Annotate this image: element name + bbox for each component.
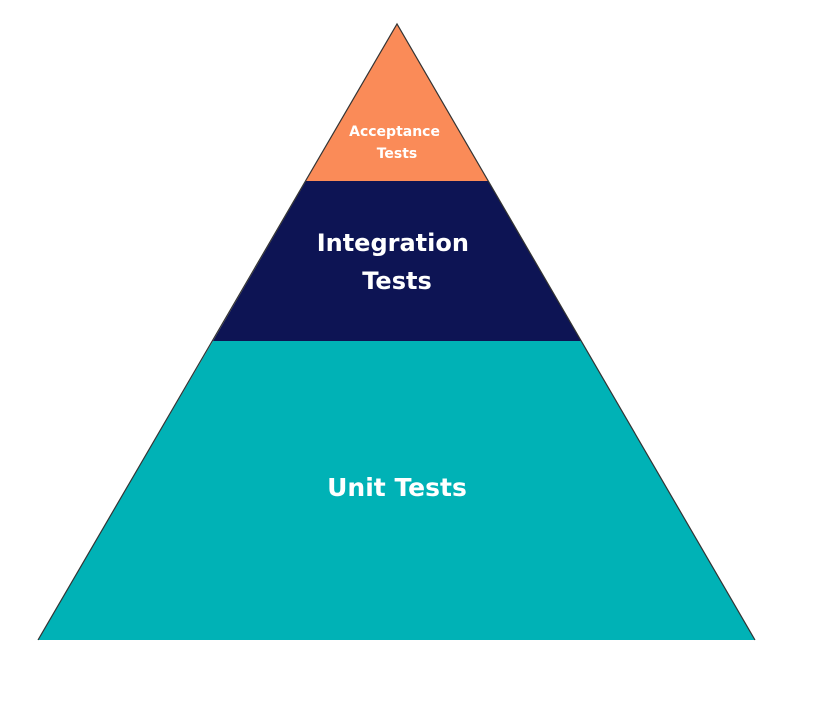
acceptance-tests-label-line-2: Tests (377, 146, 418, 162)
integration-tests-label-line-1: Integration (317, 229, 469, 257)
unit-tests-tier (38, 341, 755, 640)
unit-tests-label-line-1: Unit Tests (327, 473, 467, 502)
unit-tests-label: Unit Tests (327, 473, 467, 502)
acceptance-tests-label: Acceptance Tests (349, 124, 445, 162)
integration-tests-label-line-2: Tests (362, 267, 432, 295)
pyramid-outline (37, 22, 756, 641)
integration-tests-label: Integration Tests (317, 229, 478, 295)
acceptance-tests-tier (306, 24, 488, 181)
acceptance-tests-label-line-1: Acceptance (349, 124, 440, 140)
integration-tests-tier (213, 181, 581, 341)
